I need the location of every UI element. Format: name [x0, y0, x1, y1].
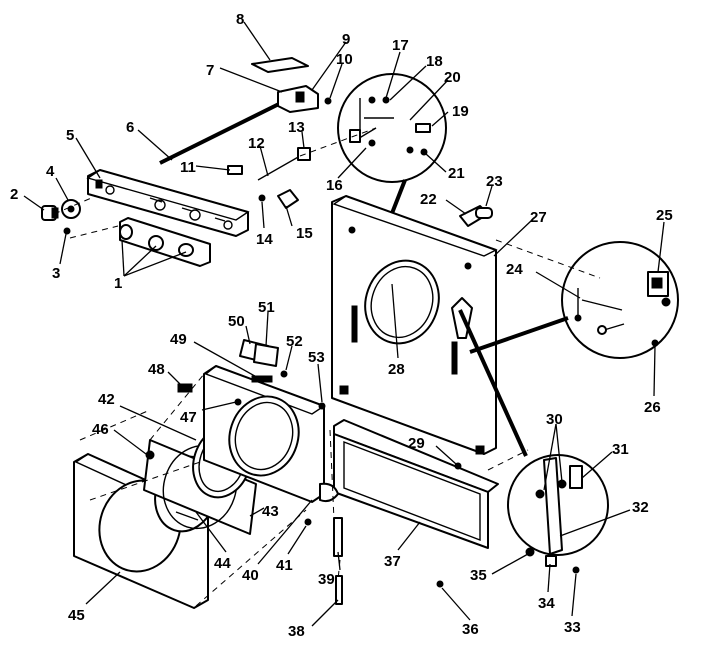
rod-6	[159, 94, 296, 165]
detail-circle-door-lock	[561, 241, 679, 359]
callout-22: 22	[420, 191, 437, 208]
detail-circle-latch	[507, 454, 609, 574]
callout-49: 49	[170, 331, 187, 348]
callout-9: 9	[342, 31, 350, 48]
callout-20: 20	[444, 69, 461, 86]
spring-48	[177, 383, 193, 393]
screw-3	[63, 227, 71, 235]
callout-38: 38	[288, 623, 305, 640]
callout-39: 39	[318, 571, 335, 588]
callout-33: 33	[564, 619, 581, 636]
callout-41: 41	[276, 557, 293, 574]
callout-26: 26	[644, 399, 661, 416]
callout-7: 7	[206, 62, 214, 79]
screw-14	[258, 194, 266, 202]
callout-44: 44	[214, 555, 231, 572]
callout-5: 5	[66, 127, 74, 144]
callout-13: 13	[288, 119, 305, 136]
label-8	[251, 57, 309, 73]
callout-labels: 1 2 3 4 5 6 7 8 9 10 11 12 13 14 15 16 1…	[10, 11, 673, 640]
screw-53	[318, 402, 326, 410]
callout-18: 18	[426, 53, 443, 70]
callout-30: 30	[546, 411, 563, 428]
callout-46: 46	[92, 421, 109, 438]
wire-12	[257, 155, 301, 181]
callout-1: 1	[114, 275, 122, 292]
hook-40a	[319, 482, 339, 503]
callout-52: 52	[286, 333, 303, 350]
screw-36	[436, 580, 444, 588]
switch-11	[227, 165, 243, 175]
callout-40: 40	[242, 567, 259, 584]
callout-53: 53	[308, 349, 325, 366]
callout-14: 14	[256, 231, 273, 248]
callout-16: 16	[326, 177, 343, 194]
screw-10	[324, 97, 332, 105]
callout-48: 48	[148, 361, 165, 378]
callout-15: 15	[296, 225, 313, 242]
bracket-51	[253, 343, 279, 367]
leader-lines	[23, 21, 665, 627]
callout-12: 12	[248, 135, 265, 152]
callout-2: 2	[10, 186, 18, 203]
callout-37: 37	[384, 553, 401, 570]
callout-29: 29	[408, 435, 425, 452]
screw-29	[454, 462, 462, 470]
callout-17: 17	[392, 37, 409, 54]
callout-6: 6	[126, 119, 134, 136]
detail-link-bottom	[458, 309, 528, 457]
hinge-39	[333, 517, 343, 557]
callout-27: 27	[530, 209, 547, 226]
callout-34: 34	[538, 595, 555, 612]
callout-11: 11	[180, 159, 196, 176]
detail-link-right	[469, 316, 569, 354]
bracket-15	[277, 189, 299, 209]
callout-31: 31	[612, 441, 629, 458]
callout-24: 24	[506, 261, 523, 278]
switch-9	[277, 85, 319, 113]
front-panel-27	[331, 195, 498, 455]
screw-46	[145, 450, 155, 460]
callout-32: 32	[632, 499, 649, 516]
screw-41	[304, 518, 312, 526]
callout-19: 19	[452, 103, 469, 120]
callout-36: 36	[462, 621, 479, 638]
callout-23: 23	[486, 173, 503, 190]
callout-45: 45	[68, 607, 85, 624]
callout-21: 21	[448, 165, 465, 182]
callout-42: 42	[98, 391, 115, 408]
callout-25: 25	[656, 207, 673, 224]
control-panel	[86, 169, 250, 237]
callout-10: 10	[336, 51, 353, 68]
detail-circle-lid-switch	[337, 73, 447, 183]
toe-panel-37	[333, 419, 499, 549]
screw-52	[280, 370, 288, 378]
callout-3: 3	[52, 265, 60, 282]
callout-28: 28	[388, 361, 405, 378]
callout-51: 51	[258, 299, 275, 316]
screw-26	[651, 339, 659, 347]
callout-4: 4	[46, 163, 55, 180]
callout-50: 50	[228, 313, 245, 330]
pin-23	[475, 207, 493, 219]
callout-35: 35	[470, 567, 487, 584]
callout-47: 47	[180, 409, 197, 426]
callout-43: 43	[262, 503, 279, 520]
spring-38	[335, 575, 343, 605]
callout-8: 8	[236, 11, 244, 28]
